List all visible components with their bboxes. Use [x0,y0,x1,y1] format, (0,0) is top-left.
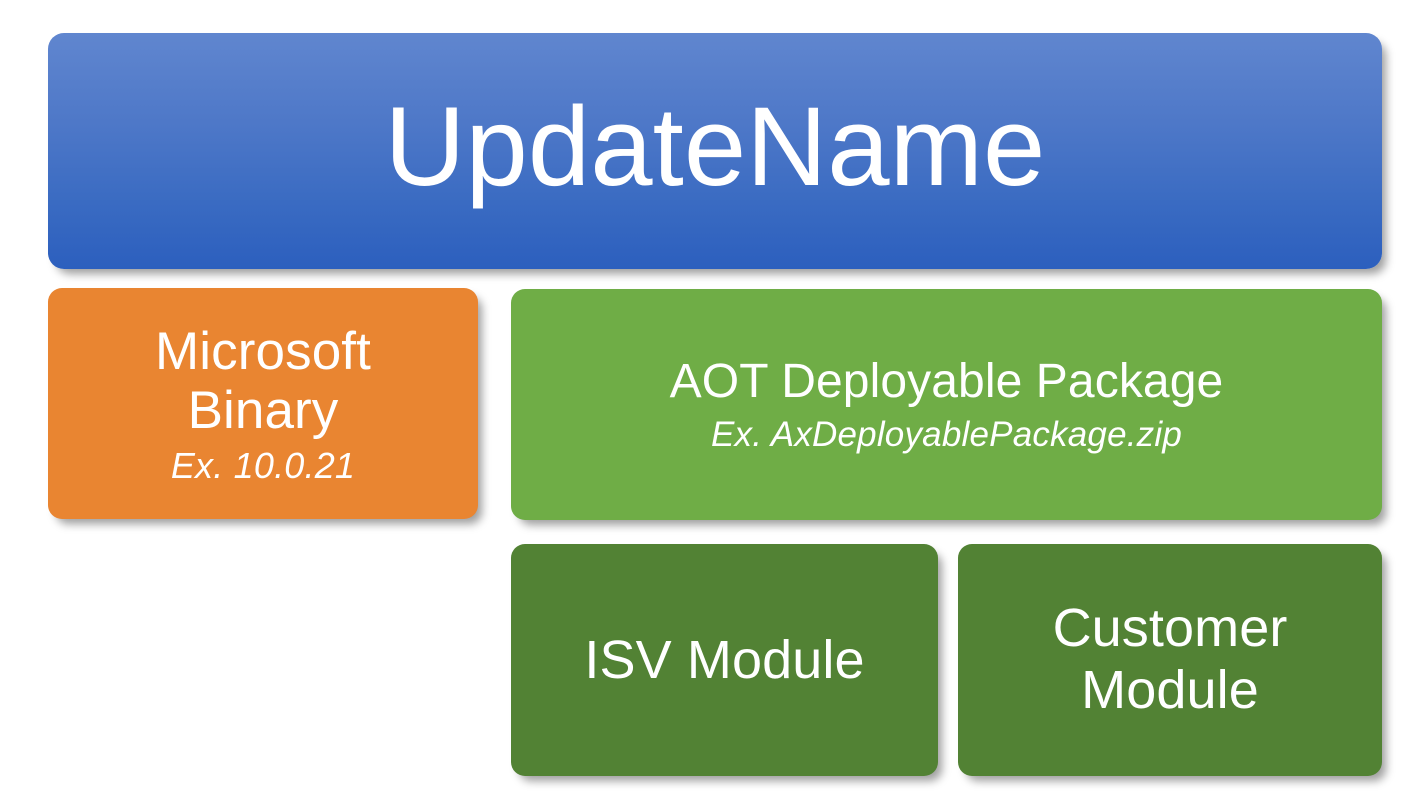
node-microsoft-binary-subtitle: Ex. 10.0.21 [170,444,356,486]
node-update-name[interactable]: UpdateName [48,33,1382,269]
node-isv-module[interactable]: ISV Module [511,544,938,776]
node-customer-module-title: Customer Module [1052,598,1288,720]
node-aot-deployable-package-title: AOT Deployable Package [669,354,1224,408]
node-update-name-title: UpdateName [384,84,1046,209]
node-microsoft-binary[interactable]: Microsoft Binary Ex. 10.0.21 [48,288,478,519]
node-microsoft-binary-title: Microsoft Binary [155,322,371,441]
node-aot-deployable-package[interactable]: AOT Deployable Package Ex. AxDeployableP… [511,289,1382,520]
node-isv-module-title: ISV Module [584,629,865,690]
node-aot-deployable-package-subtitle: Ex. AxDeployablePackage.zip [710,415,1183,455]
node-customer-module[interactable]: Customer Module [958,544,1382,776]
